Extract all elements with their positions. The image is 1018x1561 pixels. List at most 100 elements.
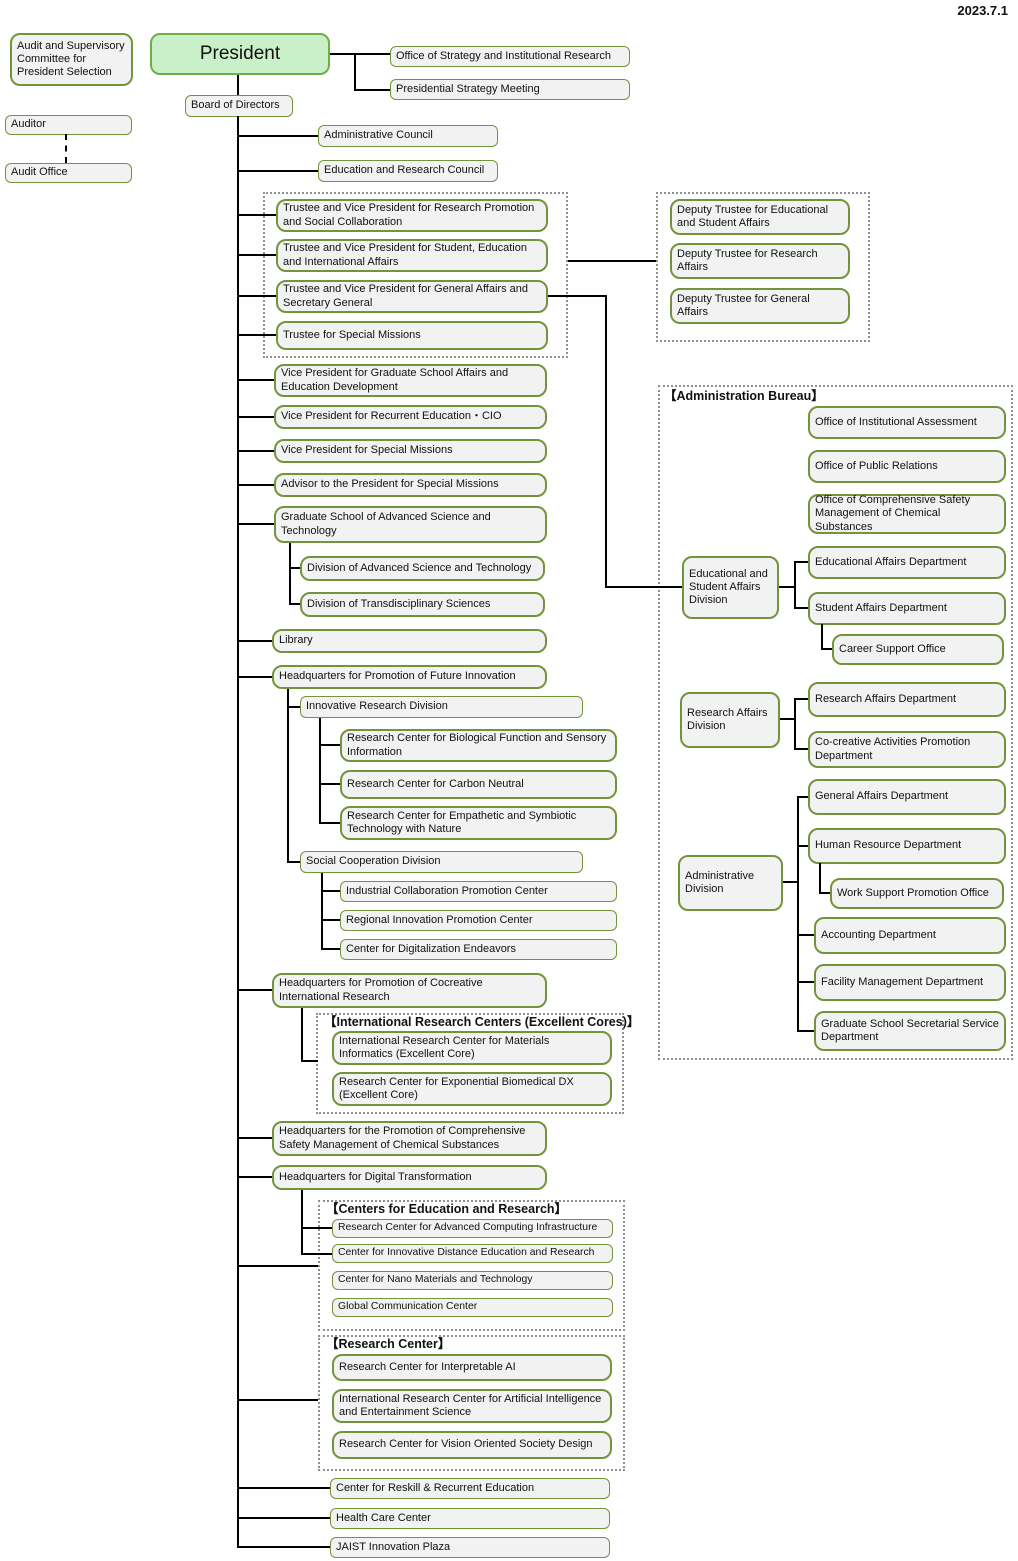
connector [794,698,808,700]
connector [319,718,321,824]
box-hq-comprehensive-safety: Headquarters for the Promotion of Compre… [272,1121,547,1156]
connector [237,295,276,297]
box-cocreative-activities-department: Co-creative Activities Promotion Departm… [808,731,1006,768]
connector [237,523,274,525]
box-rc-exponential-biomedical-dx: Research Center for Exponential Biomedic… [332,1072,612,1106]
box-social-cooperation-division: Social Cooperation Division [300,851,583,873]
box-health-care-center: Health Care Center [330,1508,610,1529]
connector [237,214,276,216]
box-trustee-research-promotion: Trustee and Vice President for Research … [276,199,548,232]
box-accounting-department: Accounting Department [814,917,1006,954]
connector [319,744,340,746]
connector [797,796,799,1032]
box-vp-graduate-school: Vice President for Graduate School Affai… [274,364,547,397]
connector-dashed-auditor-auditoffice [65,134,67,163]
box-rc-advanced-computing: Research Center for Advanced Computing I… [332,1219,613,1238]
box-trustee-special-missions: Trustee for Special Missions [276,321,548,350]
connector [783,881,799,883]
connector [794,748,808,750]
box-graduate-school: Graduate School of Advanced Science and … [274,506,547,543]
connector [605,295,607,588]
box-administrative-division: Administrative Division [678,855,783,911]
connector [794,698,796,750]
connector [237,450,274,452]
group-research-center [318,1335,625,1471]
box-center-nano-materials: Center for Nano Materials and Technology [332,1271,613,1290]
connector [605,586,682,588]
connector [237,170,318,172]
group-deputy-trustees [656,192,870,342]
connector [287,861,300,863]
box-rc-empathetic-symbiotic: Research Center for Empathetic and Symbi… [340,806,617,840]
box-trustee-student-education: Trustee and Vice President for Student, … [276,239,548,272]
connector [319,822,340,824]
box-rc-carbon-neutral: Research Center for Carbon Neutral [340,770,617,799]
box-office-public-relations: Office of Public Relations [808,450,1006,483]
connector [289,603,300,605]
box-industrial-collaboration-center: Industrial Collaboration Promotion Cente… [340,881,617,902]
connector [237,379,274,381]
connector [797,981,814,983]
connector [548,295,607,297]
label-centers-education-research: 【Centers for Education and Research】 [326,1202,568,1216]
box-rc-interpretable-ai: Research Center for Interpretable AI [332,1354,612,1381]
box-educational-student-affairs-division: Educational and Student Affairs Division [682,556,779,619]
box-global-communication-center: Global Communication Center [332,1298,613,1317]
box-rc-vision-oriented: Research Center for Vision Oriented Soci… [332,1431,612,1459]
box-division-advanced-science: Division of Advanced Science and Technol… [300,556,545,581]
connector [301,1190,303,1255]
connector [237,334,276,336]
connector [237,1517,330,1519]
connector [237,254,276,256]
connector [287,706,300,708]
box-library: Library [272,629,547,653]
box-regional-innovation-center: Regional Innovation Promotion Center [340,910,617,931]
box-audit-office: Audit Office [5,163,132,183]
box-facility-management-department: Facility Management Department [814,964,1006,1001]
connector [237,989,272,991]
connector [321,948,340,950]
connector [354,89,390,91]
connector [301,1008,303,1062]
connector [354,53,356,91]
group-centers-education-research [318,1200,625,1331]
box-work-support-promotion-office: Work Support Promotion Office [830,878,1004,909]
box-graduate-school-secretarial-department: Graduate School Secretarial Service Depa… [814,1011,1006,1051]
box-center-innovative-distance: Center for Innovative Distance Education… [332,1244,613,1263]
box-general-affairs-department: General Affairs Department [808,779,1006,815]
connector [819,892,830,894]
connector-main-trunk [237,116,239,1548]
connector [237,1265,318,1267]
box-office-comprehensive-safety: Office of Comprehensive Safety Managemen… [808,494,1006,534]
connector [321,890,340,892]
box-center-digitalization-endeavors: Center for Digitalization Endeavors [340,939,617,960]
box-human-resource-department: Human Resource Department [808,828,1006,864]
box-board-of-directors: Board of Directors [185,95,293,117]
connector [301,1060,318,1062]
connector [794,607,808,609]
connector [821,624,823,650]
connector [289,567,300,569]
box-administrative-council: Administrative Council [318,125,498,147]
connector [237,416,274,418]
box-career-support-office: Career Support Office [832,634,1004,665]
connector [237,1176,272,1178]
box-president: President [150,33,330,75]
connector [568,260,656,262]
connector [819,863,821,894]
connector [301,1227,332,1229]
box-office-of-strategy: Office of Strategy and Institutional Res… [390,46,630,67]
group-trustees [263,192,568,358]
connector [779,586,796,588]
connector [237,1546,330,1548]
box-innovative-research-division: Innovative Research Division [300,696,583,718]
box-deputy-trustee-general: Deputy Trustee for General Affairs [670,288,850,324]
box-vp-special-missions: Vice President for Special Missions [274,439,547,463]
box-audit-supervisory-committee: Audit and Supervisory Committee for Pres… [10,33,133,86]
box-advisor-special-missions: Advisor to the President for Special Mis… [274,473,547,497]
connector [237,1399,318,1401]
connector [797,845,808,847]
box-educational-affairs-department: Educational Affairs Department [808,546,1006,579]
connector [821,648,832,650]
